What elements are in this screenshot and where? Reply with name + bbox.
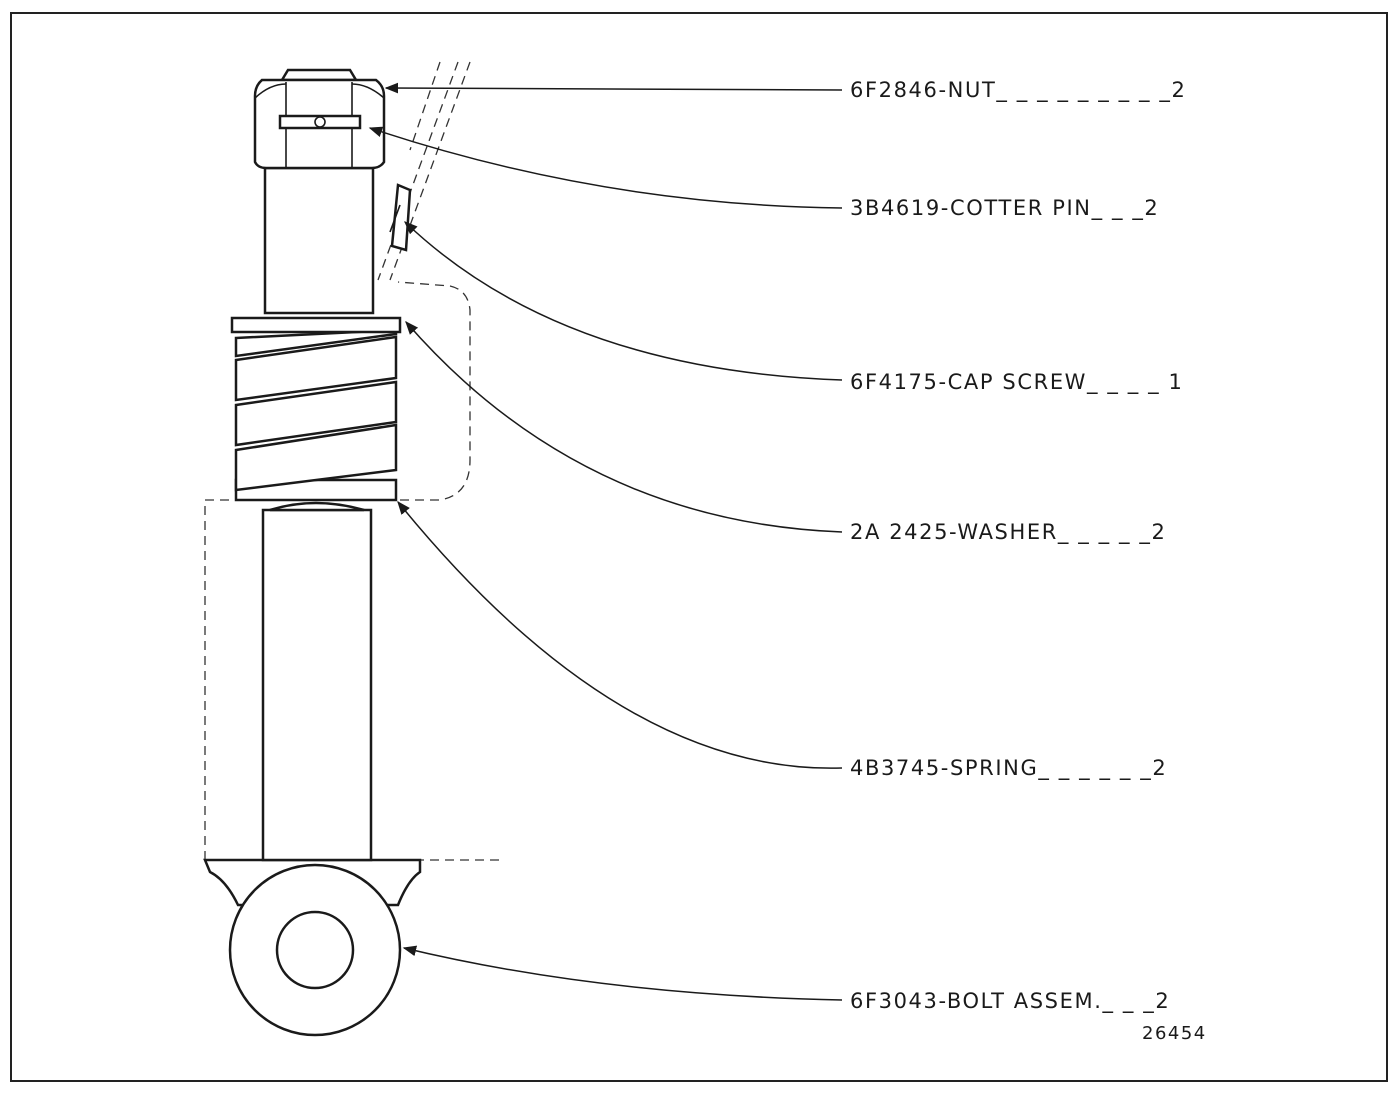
nut-shape xyxy=(253,68,386,170)
drawing-frame xyxy=(10,12,1388,1082)
bolt-eye-shape xyxy=(203,858,422,1037)
part-label-cap-screw: 6F4175-CAP SCREW_ _ _ _ 1 xyxy=(850,370,1184,395)
spring-shape xyxy=(230,316,402,502)
figure-number: 26454 xyxy=(1142,1023,1207,1044)
bolt-shank-shape xyxy=(261,501,373,862)
leader-lines xyxy=(368,82,843,1001)
part-label-cotter-pin: 3B4619-COTTER PIN_ _ _2 xyxy=(850,196,1159,221)
part-label-nut: 6F2846-NUT_ _ _ _ _ _ _ _ _2 xyxy=(850,78,1186,103)
part-label-spring: 4B3745-SPRING_ _ _ _ _ _2 xyxy=(850,756,1167,781)
cap-screw-head-shape xyxy=(389,183,412,252)
part-label-washer: 2A 2425-WASHER_ _ _ _ _2 xyxy=(850,520,1167,545)
upper-sleeve-shape xyxy=(263,166,375,315)
part-label-bolt-assembly: 6F3043-BOLT ASSEM._ _ _2 xyxy=(850,989,1170,1014)
